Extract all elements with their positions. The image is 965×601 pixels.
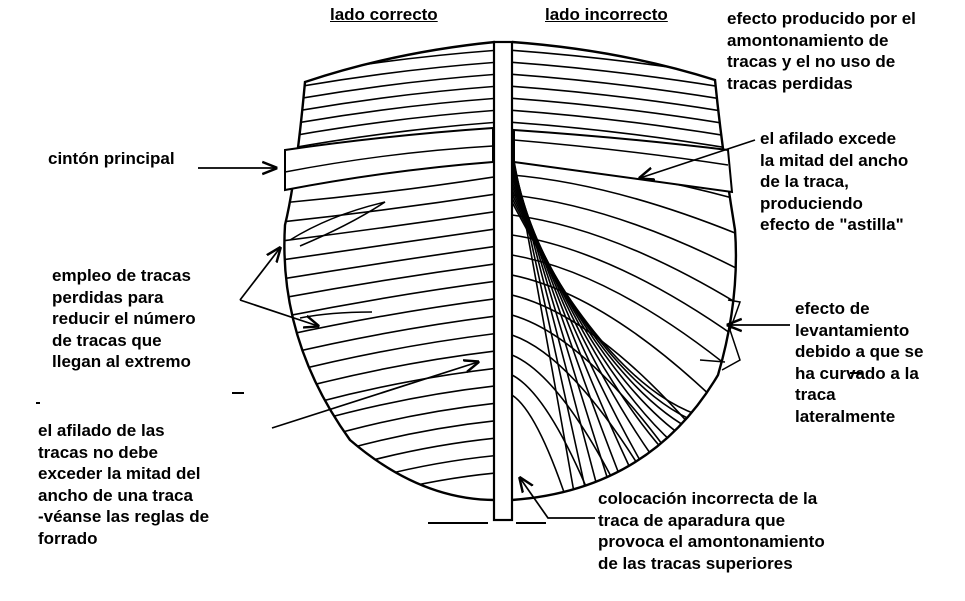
stealer-planks [289,201,386,319]
plank-left-21 [284,402,495,455]
scan-specks [36,372,862,524]
plank-right-10 [512,214,736,306]
plank-right-32 [512,197,708,427]
label-cinton-principal: cintón principal [48,149,175,168]
plank-right-9 [512,194,736,271]
hull-outline-left [283,40,496,502]
plank-left-8 [284,175,495,205]
plank-left-9 [284,192,495,225]
right-hull-planks [512,49,736,500]
plank-right-6 [512,121,736,151]
plank-right-15 [512,314,666,449]
arrow-afilado-excede [640,139,756,178]
arrow-empleo-lower [239,299,318,326]
plank-left-13 [284,262,495,301]
label-afilado-no-debe: el afilado de las tracas no debe exceder… [38,421,210,548]
label-empleo-tracas-perdidas: empleo de tracas perdidas para reducir e… [52,266,196,371]
plank-left-15 [284,297,495,340]
plank-right-11 [512,234,736,341]
plank-right-3 [512,85,736,115]
plank-right-4 [512,97,736,127]
label-efecto-levantamiento: efecto de levantamiento debido a que se … [795,299,924,426]
stem-post [492,40,514,522]
plank-left-14 [284,279,495,321]
plank-right-8 [512,174,736,236]
plank-left-10 [284,210,495,244]
cinton-band-left [284,126,494,192]
plank-right-30 [512,189,686,439]
leader-lines [198,139,790,519]
arrow-empleo-upper [239,248,280,301]
cinton-band-left-inner [284,145,494,173]
plank-right-13 [512,274,716,401]
cinton-band-right-inner [513,139,729,166]
plank-right-17 [512,354,616,485]
plank-left-3 [284,85,495,115]
arrow-colocacion [520,478,595,519]
plank-right-18 [512,374,591,497]
plank-left-11 [284,227,495,263]
plank-right-16 [512,334,641,469]
plank-left-12 [284,244,495,282]
plank-right-19 [512,394,569,500]
plank-left-2 [284,73,495,103]
plank-left-4 [284,97,495,127]
left-hull-planks [284,49,495,500]
hull-outline-right [511,40,738,502]
header-lado-incorrecto: lado incorrecto [545,5,668,24]
plank-left-6 [284,121,495,151]
splinter-marks [699,299,742,371]
plank-right-1 [512,61,736,91]
plank-left-20 [284,384,495,436]
plank-right-5 [512,109,736,139]
plank-right-31 [512,193,697,433]
label-afilado-excede: el afilado excede la mitad del ancho de … [760,129,909,234]
header-lado-correcto: lado correcto [330,5,438,24]
arrow-afilado-no [271,362,478,429]
plank-left-24 [284,454,495,500]
plank-right-14 [512,294,691,426]
plank-left-5 [284,109,495,139]
plank-left-1 [284,61,495,91]
plank-right-2 [512,73,736,103]
label-colocacion-incorrecta: colocación incorrecta de la traca de apa… [598,489,825,573]
label-efecto-amontonamiento: efecto producido por el amontonamiento d… [727,9,916,93]
